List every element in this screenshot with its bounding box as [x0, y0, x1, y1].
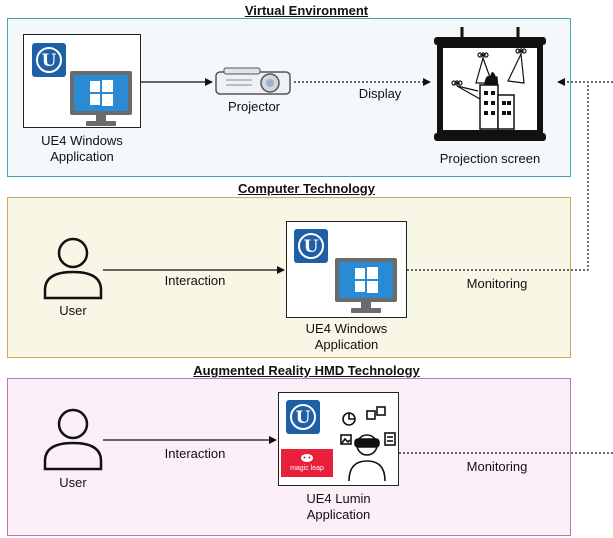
computer-app-label: UE4 Windows Application [280, 321, 413, 353]
projection-screen-label: Projection screen [439, 151, 541, 166]
monitoring-feedback-arrow [407, 78, 589, 271]
magic-leap-logo: magic leap [281, 449, 333, 477]
user-icon [43, 408, 103, 471]
ar-app-label: UE4 Lumin Application [272, 491, 405, 523]
magic-leap-mark-icon [301, 454, 313, 462]
svg-text:U: U [304, 237, 319, 257]
unreal-engine-icon: U [286, 400, 320, 434]
virtual-app-label-line2: Application [50, 149, 114, 164]
virtual-app-label: UE4 Windows Application [23, 133, 141, 165]
windows-monitor-icon [335, 258, 397, 313]
computer-user-label: User [59, 303, 87, 318]
user-icon [43, 237, 103, 300]
section-title-virtual-environment: Virtual Environment [244, 3, 369, 18]
ar-app-label-line2: Application [306, 507, 371, 522]
projection-screen-icon [434, 27, 546, 141]
ue4-windows-app-box-2: U [286, 221, 407, 318]
virtual-app-label-line1: UE4 Windows [41, 133, 123, 148]
projector-icon [215, 67, 291, 95]
ar-monitoring-label: Monitoring [466, 459, 528, 474]
ar-user-label: User [59, 475, 87, 490]
ue4-lumin-app-box: U magic leap [278, 392, 399, 486]
svg-text:U: U [296, 408, 311, 428]
computer-interaction-label: Interaction [164, 273, 226, 288]
display-label: Display [358, 86, 402, 101]
computer-monitoring-label: Monitoring [466, 276, 528, 291]
unreal-engine-icon: U [294, 229, 328, 263]
projector-label: Projector [227, 99, 281, 114]
computer-app-label-line2: Application [314, 337, 379, 352]
ue4-windows-app-box: U [23, 34, 141, 128]
unreal-engine-icon: U [32, 43, 66, 77]
ar-headset-user-icon [340, 406, 396, 482]
ar-app-label-line1: UE4 Lumin [306, 491, 371, 506]
section-title-computer-technology: Computer Technology [238, 181, 375, 196]
computer-app-label-line1: UE4 Windows [305, 321, 388, 336]
svg-text:U: U [42, 51, 57, 71]
section-title-ar-hmd-technology: Augmented Reality HMD Technology [193, 363, 420, 378]
ar-interaction-label: Interaction [164, 446, 226, 461]
magic-leap-text: magic leap [290, 465, 324, 472]
windows-monitor-icon [70, 71, 132, 126]
